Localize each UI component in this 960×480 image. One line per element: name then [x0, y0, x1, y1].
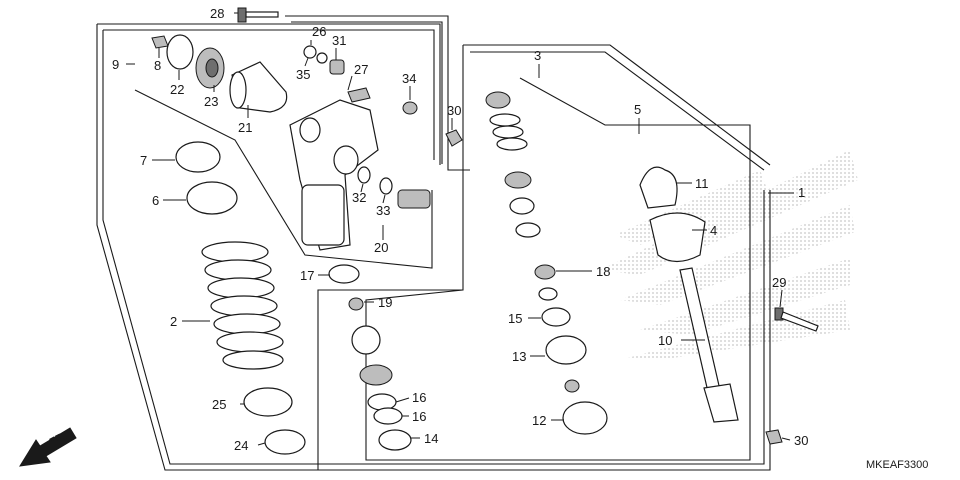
callout-33: 33 [376, 203, 390, 218]
callout-27: 27 [354, 62, 368, 77]
part-cap-4 [649, 212, 706, 263]
callout-18: 18 [596, 264, 610, 279]
callouts: 1 2 3 4 5 6 7 8 9 10 11 12 13 14 15 16 1… [112, 6, 808, 453]
callout-14: 14 [424, 431, 438, 446]
part-bump-rubber-23 [195, 47, 225, 89]
part-cover-21 [229, 61, 288, 113]
part-washer-34 [402, 101, 418, 115]
callout-11: 11 [695, 176, 709, 191]
callout-1: 1 [798, 185, 805, 200]
frame-reservoir [285, 15, 470, 171]
callout-24: 24 [234, 438, 248, 453]
part-ring-17 [328, 264, 360, 284]
assembly-frames [96, 15, 771, 471]
part-shock-body [289, 99, 379, 251]
callout-32: 32 [352, 190, 366, 205]
direction-arrow-icon [19, 427, 77, 467]
frame-outer-assembly [96, 24, 771, 471]
callout-9: 9 [112, 57, 119, 72]
part-valve-20 [357, 166, 431, 209]
part-lock-nut-6 [186, 181, 238, 215]
callout-10: 10 [658, 333, 672, 348]
part-nut-30-top [445, 129, 463, 147]
part-oring-22 [166, 34, 194, 70]
part-ring-24 [264, 429, 306, 455]
callout-8: 8 [154, 58, 161, 73]
callout-16-lower: 16 [412, 409, 426, 424]
callout-28: 28 [210, 6, 224, 21]
callout-35: 35 [296, 67, 310, 82]
callout-6: 6 [152, 193, 159, 208]
callout-30-top: 30 [447, 103, 461, 118]
callout-16-upper: 16 [412, 390, 426, 405]
part-piston-rod-group [348, 297, 412, 451]
callout-30-bottom: 30 [794, 433, 808, 448]
part-reservoir-cap-parts [303, 45, 371, 103]
part-spring-2 [201, 241, 284, 370]
frame-shock-body-group [134, 89, 433, 269]
callout-7: 7 [140, 153, 147, 168]
honda-wing-logo [600, 150, 858, 360]
callout-22: 22 [170, 82, 184, 97]
callout-15: 15 [508, 311, 522, 326]
callout-2: 2 [170, 314, 177, 329]
part-nut-8 [151, 35, 169, 49]
callout-12: 12 [532, 413, 546, 428]
callout-19: 19 [378, 295, 392, 310]
part-bolt-28 [237, 7, 279, 23]
callout-5: 5 [634, 102, 641, 117]
callout-21: 21 [238, 120, 252, 135]
part-bump-stop-11 [639, 166, 678, 209]
diagram-code: MKEAF3300 [866, 459, 928, 471]
callout-29: 29 [772, 275, 786, 290]
callout-3: 3 [534, 48, 541, 63]
callout-23: 23 [204, 94, 218, 109]
callout-17: 17 [300, 268, 314, 283]
part-spring-seat-7 [175, 141, 221, 173]
part-spring-seat-25 [243, 387, 293, 417]
callout-20: 20 [374, 240, 388, 255]
callout-31: 31 [332, 33, 346, 48]
frame-main-shock [97, 23, 441, 165]
part-damper-stack [485, 91, 608, 435]
part-nut-30-bottom [765, 429, 783, 445]
leader-lines [126, 12, 794, 446]
part-bolt-29 [774, 307, 819, 332]
callout-4: 4 [710, 223, 717, 238]
callout-13: 13 [512, 349, 526, 364]
part-rod-10 [679, 267, 739, 423]
callout-25: 25 [212, 397, 226, 412]
callout-34: 34 [402, 71, 416, 86]
frame-rod-assembly [365, 77, 751, 461]
callout-26: 26 [312, 24, 326, 39]
